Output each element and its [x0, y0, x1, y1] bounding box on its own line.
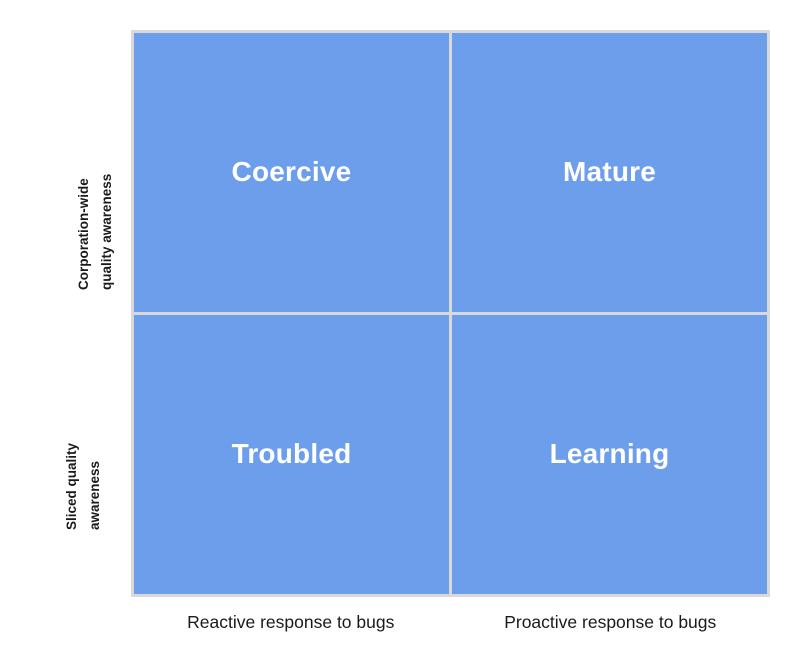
quadrant-bottom-right[interactable]: Learning: [452, 315, 767, 594]
quadrant-top-right[interactable]: Mature: [452, 33, 767, 312]
quadrant-matrix: Coercive Mature Troubled Learning: [131, 30, 770, 597]
y-axis-label-bottom-line1: Sliced quality: [64, 442, 79, 530]
quadrant-label-mature: Mature: [563, 156, 656, 188]
x-axis-label-left: Reactive response to bugs: [187, 612, 395, 632]
x-axis-label-row: Reactive response to bugs Proactive resp…: [131, 612, 770, 633]
y-axis-label-top-line2: quality awareness: [99, 173, 114, 290]
quadrant-top-left[interactable]: Coercive: [134, 33, 449, 312]
y-axis-label-bottom-line2: awareness: [87, 460, 102, 530]
y-axis-label-top-line1: Corporation-wide: [76, 178, 91, 290]
quadrant-label-coercive: Coercive: [231, 156, 352, 188]
quadrant-label-learning: Learning: [549, 438, 670, 470]
quadrant-label-troubled: Troubled: [231, 438, 352, 470]
quadrant-bottom-left[interactable]: Troubled: [134, 315, 449, 594]
x-axis-label-right: Proactive response to bugs: [504, 612, 717, 632]
